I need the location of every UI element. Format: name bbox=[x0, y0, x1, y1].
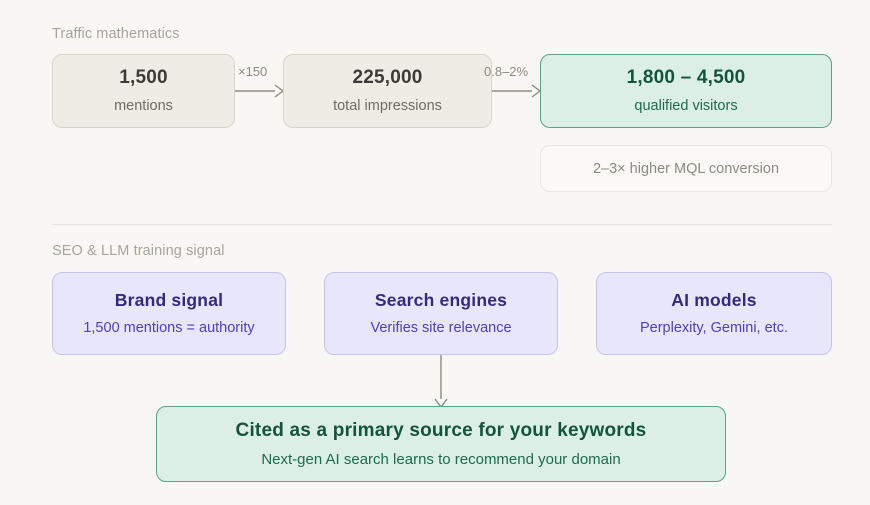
metric-caption-mentions: mentions bbox=[114, 97, 173, 114]
metric-value-impressions: 225,000 bbox=[352, 67, 423, 89]
signal-box-search-engines: Search engines Verifies site relevance bbox=[324, 272, 558, 355]
signal-box-ai-models: AI models Perplexity, Gemini, etc. bbox=[596, 272, 832, 355]
section-label-seo: SEO & LLM training signal bbox=[52, 243, 225, 259]
arrow-label-conversion-rate: 0.8–2% bbox=[484, 64, 529, 79]
outcome-box-cited-primary-source: Cited as a primary source for your keywo… bbox=[156, 406, 726, 482]
outcome-title: Cited as a primary source for your keywo… bbox=[235, 419, 647, 441]
arrow-label-multiplier: ×150 bbox=[238, 64, 268, 79]
note-text-mql-conversion: 2–3× higher MQL conversion bbox=[592, 160, 780, 177]
signal-title-search-engines: Search engines bbox=[374, 289, 508, 310]
signal-box-brand-signal: Brand signal 1,500 mentions = authority bbox=[52, 272, 286, 355]
signal-caption-search-engines: Verifies site relevance bbox=[370, 319, 512, 336]
metric-box-mentions: 1,500 mentions bbox=[52, 54, 235, 128]
signal-title-brand-signal: Brand signal bbox=[114, 289, 224, 310]
metric-caption-impressions: total impressions bbox=[333, 97, 442, 114]
metric-value-qualified-visitors: 1,800 – 4,500 bbox=[626, 67, 746, 89]
note-box-mql-conversion: 2–3× higher MQL conversion bbox=[540, 145, 832, 192]
metric-box-qualified-visitors: 1,800 – 4,500 qualified visitors bbox=[540, 54, 832, 128]
metric-caption-qualified-visitors: qualified visitors bbox=[634, 97, 738, 114]
arrow-search-engines-to-outcome bbox=[432, 355, 450, 407]
signal-caption-ai-models: Perplexity, Gemini, etc. bbox=[639, 319, 788, 336]
arrow-impressions-to-visitors bbox=[492, 79, 540, 103]
metric-box-impressions: 225,000 total impressions bbox=[283, 54, 492, 128]
outcome-caption: Next-gen AI search learns to recommend y… bbox=[261, 450, 621, 468]
signal-title-ai-models: AI models bbox=[671, 289, 757, 310]
arrow-mentions-to-impressions bbox=[235, 79, 283, 103]
section-label-traffic: Traffic mathematics bbox=[52, 26, 180, 42]
section-divider bbox=[52, 224, 832, 225]
signal-caption-brand-signal: 1,500 mentions = authority bbox=[83, 319, 255, 336]
metric-value-mentions: 1,500 bbox=[119, 67, 168, 89]
